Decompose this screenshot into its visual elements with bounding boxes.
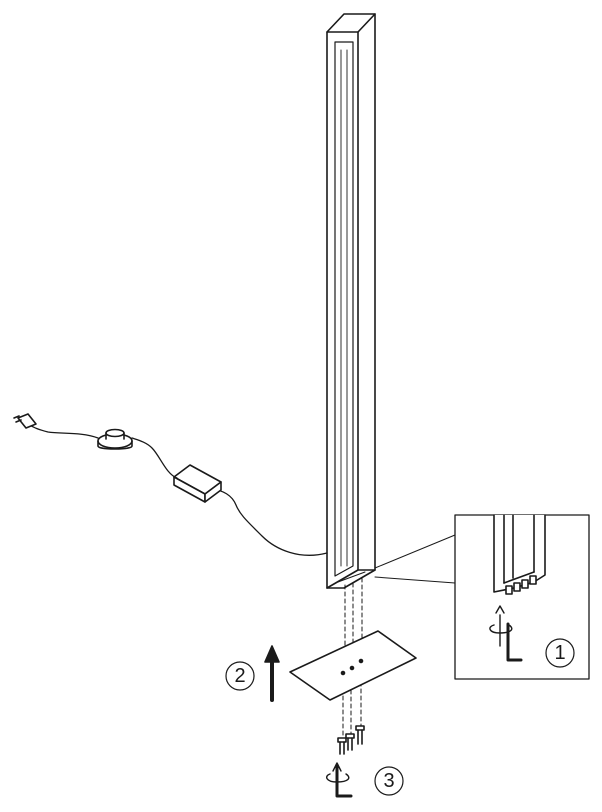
step-2-circle [225,661,255,691]
upward-arrow-icon [264,645,280,702]
hex-key-icon [325,762,353,798]
step-1-label: 1 [554,642,566,664]
power-plug-icon [13,413,37,429]
plug-cable [29,424,99,439]
hex-key-icon [506,622,523,662]
rotation-arrow-icon [489,605,513,647]
lamp-column [326,13,376,589]
screw-icon [337,725,365,755]
power-cable [213,489,328,556]
step-3-circle [374,766,404,796]
switch-cable [131,437,178,479]
base-plate [289,630,417,701]
step-1-circle [545,638,575,668]
detail-inset [454,514,590,680]
foot-switch-icon [97,428,133,450]
step-2-label: 2 [234,665,246,687]
detail-leader-lines [374,534,456,584]
step-3-label: 3 [383,770,395,792]
power-adapter-icon [173,464,222,503]
